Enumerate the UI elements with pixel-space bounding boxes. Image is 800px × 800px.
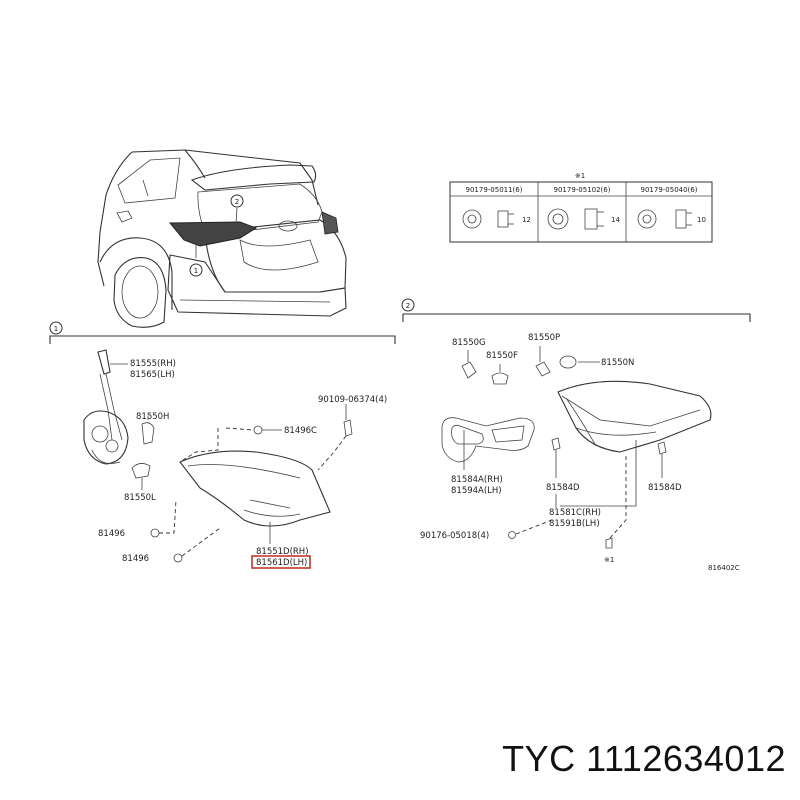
section-1-parts: 81555(RH) 81565(LH) 81550H 81550L 81496C… bbox=[83, 349, 387, 568]
part-81561d-lh: 81561D(LH) bbox=[256, 558, 307, 568]
part-81550p: 81550P bbox=[528, 333, 560, 343]
section-1-bracket: 1 bbox=[49, 321, 396, 344]
part-81550h: 81550H bbox=[136, 412, 169, 422]
vehicle-rear-illustration bbox=[97, 149, 347, 328]
svg-text:2: 2 bbox=[406, 302, 410, 310]
brand-part-number: TYC 1112634012 bbox=[502, 738, 786, 779]
highlight-box-81561d bbox=[251, 555, 311, 569]
table-header-1: 90179-05011(6) bbox=[466, 186, 523, 194]
section-2-bracket: 2 bbox=[401, 298, 751, 322]
part-81496-lower: 81496 bbox=[122, 554, 149, 564]
part-81584d-center: 81584D bbox=[546, 483, 580, 493]
fastener-table: ※1 90179-05011(6) 90179-05102(6) 90179-0… bbox=[449, 172, 713, 243]
part-81594a-lh: 81594A(LH) bbox=[451, 486, 502, 496]
section-2-parts: 81550G 81550F 81550P 81550N 81584A(RH) 8… bbox=[420, 333, 740, 572]
svg-text:1: 1 bbox=[194, 267, 198, 275]
part-81551d-rh: 81551D(RH) bbox=[256, 547, 309, 557]
svg-text:2: 2 bbox=[235, 198, 239, 206]
part-81565-lh: 81565(LH) bbox=[130, 370, 175, 380]
note-x1: ※1 bbox=[604, 556, 614, 564]
flange-nut-3-drawing: 10 bbox=[637, 209, 706, 229]
table-header-2: 90179-05102(6) bbox=[554, 186, 611, 194]
part-81555-rh: 81555(RH) bbox=[130, 359, 176, 369]
part-81584d-right: 81584D bbox=[648, 483, 682, 493]
callout-1-on-vehicle: 1 bbox=[189, 263, 203, 277]
part-81591b-lh: 81591B(LH) bbox=[549, 519, 600, 529]
part-81496c: 81496C bbox=[284, 426, 317, 436]
table-note: ※1 bbox=[575, 172, 585, 180]
dim-2: 14 bbox=[611, 216, 620, 224]
part-90176-05018: 90176-05018(4) bbox=[420, 531, 489, 541]
dim-1: 12 bbox=[522, 216, 531, 224]
part-81550n: 81550N bbox=[601, 358, 634, 368]
flange-nut-1-drawing: 12 bbox=[462, 209, 531, 229]
table-header-3: 90179-05040(6) bbox=[641, 186, 698, 194]
dim-3: 10 bbox=[697, 216, 706, 224]
flange-nut-2-drawing: 14 bbox=[547, 208, 620, 230]
svg-text:1: 1 bbox=[54, 325, 58, 333]
callout-2-on-vehicle: 2 bbox=[230, 194, 244, 208]
figure-code: 816402C bbox=[708, 564, 740, 572]
part-81550l: 81550L bbox=[124, 493, 156, 503]
part-81584a-rh: 81584A(RH) bbox=[451, 475, 503, 485]
part-81550g: 81550G bbox=[452, 338, 486, 348]
part-81550f: 81550F bbox=[486, 351, 518, 361]
part-81496-upper: 81496 bbox=[98, 529, 125, 539]
part-81581c-rh: 81581C(RH) bbox=[549, 508, 601, 518]
part-90109-06374: 90109-06374(4) bbox=[318, 395, 387, 405]
